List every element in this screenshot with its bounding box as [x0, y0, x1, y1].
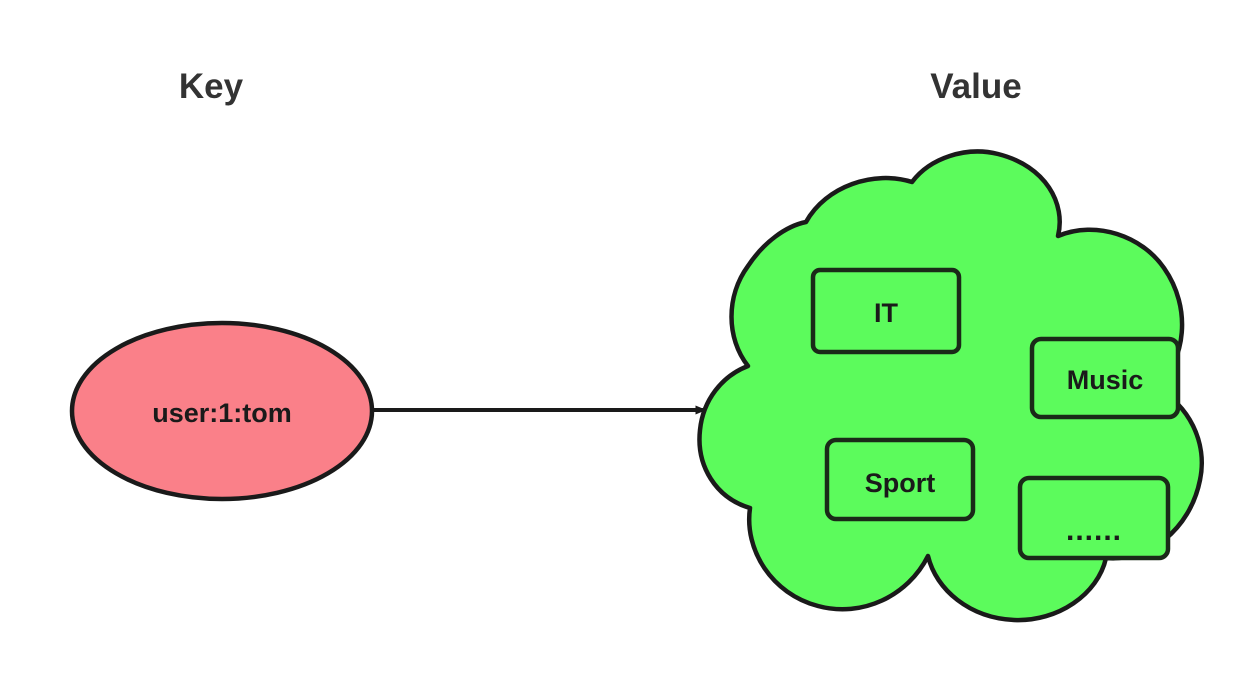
key-node-label: user:1:tom [152, 398, 292, 428]
chip-label-it: IT [874, 298, 899, 328]
chip-label-music: Music [1067, 365, 1144, 395]
chip-box [824, 437, 976, 522]
key-ellipse-shape [69, 320, 375, 502]
chip-box [1017, 475, 1171, 561]
chip-box [810, 267, 962, 355]
chip-label-sport: Sport [865, 468, 936, 498]
value-cloud-node[interactable]: IT Music Sport ...... [697, 149, 1204, 623]
value-chip-music[interactable]: Music [1029, 336, 1181, 420]
column-title-value: Value [930, 67, 1021, 106]
value-chip-ellipsis[interactable]: ...... [1017, 475, 1171, 561]
column-title-key: Key [179, 67, 244, 106]
key-ellipse-node[interactable]: user:1:tom [69, 320, 375, 502]
value-chip-it[interactable]: IT [810, 267, 962, 355]
chip-label-ellipsis: ...... [1066, 514, 1122, 547]
chip-box [1029, 336, 1181, 420]
value-chip-sport[interactable]: Sport [824, 437, 976, 522]
